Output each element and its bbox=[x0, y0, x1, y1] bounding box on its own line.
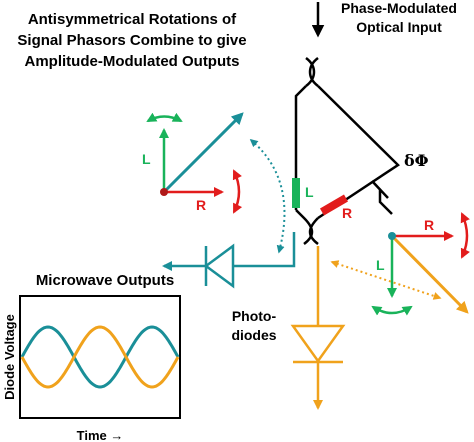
left-arm-segment bbox=[292, 178, 300, 208]
headline-line-2: Signal Phasors Combine to give bbox=[17, 32, 246, 49]
right-arm-segment bbox=[319, 194, 349, 216]
microwave-xlabel: Time → bbox=[77, 428, 124, 442]
input-label-line-1: Phase-Modulated bbox=[341, 0, 457, 16]
teal-waveform bbox=[20, 325, 180, 389]
diode-triangle bbox=[290, 324, 346, 364]
input-label-line-2: Optical Input bbox=[356, 19, 442, 35]
headline-line-3: Amplitude-Modulated Outputs bbox=[25, 53, 240, 70]
microwave-title: Microwave Outputs bbox=[36, 272, 174, 289]
phasor-origin bbox=[388, 232, 396, 240]
microwave-waveforms bbox=[20, 325, 180, 389]
photodiodes-label-line-2: diodes bbox=[231, 327, 276, 343]
phasor-l-label: L bbox=[376, 257, 385, 273]
photodiode-orange bbox=[290, 246, 346, 410]
headline-line-1: Antisymmetrical Rotations of bbox=[28, 11, 237, 28]
phasor-upper-left: L R bbox=[142, 112, 244, 214]
microwave-plot-frame bbox=[19, 295, 181, 419]
phasor-lower-right: L R bbox=[371, 212, 470, 316]
phasor-l-rotation-arc bbox=[146, 112, 183, 123]
input-coupler bbox=[305, 57, 319, 87]
left-arm-waveguide bbox=[294, 85, 307, 210]
microwave-ylabel: Diode Voltage bbox=[2, 314, 17, 400]
right-arm-label: R bbox=[342, 205, 352, 221]
phasor-l-label: L bbox=[142, 151, 151, 167]
phase-shifter bbox=[371, 180, 393, 215]
phasor-sum-vector bbox=[390, 234, 469, 314]
left-arm-label: L bbox=[305, 184, 314, 200]
right-arm-waveguide bbox=[317, 85, 400, 220]
dotted-link-orange bbox=[330, 260, 442, 300]
phase-shift-label: δΦ bbox=[404, 151, 429, 170]
phasor-l-rotation-arc bbox=[371, 305, 413, 316]
output-coupler bbox=[295, 209, 319, 245]
phasor-r-rotation-arc bbox=[232, 169, 243, 214]
photodiodes-label-line-1: Photo- bbox=[232, 308, 277, 324]
phasor-origin bbox=[160, 188, 168, 196]
photodiode-teal bbox=[162, 232, 296, 289]
phasor-r-label: R bbox=[424, 217, 434, 233]
teal-output-wire bbox=[233, 232, 296, 268]
phasor-sum-vector bbox=[162, 112, 244, 194]
orange-waveform bbox=[20, 325, 180, 389]
dotted-link-teal bbox=[249, 138, 286, 254]
phasor-r-rotation-arc bbox=[460, 212, 470, 259]
phasor-r-label: R bbox=[196, 197, 206, 213]
diode-triangle bbox=[203, 243, 235, 289]
